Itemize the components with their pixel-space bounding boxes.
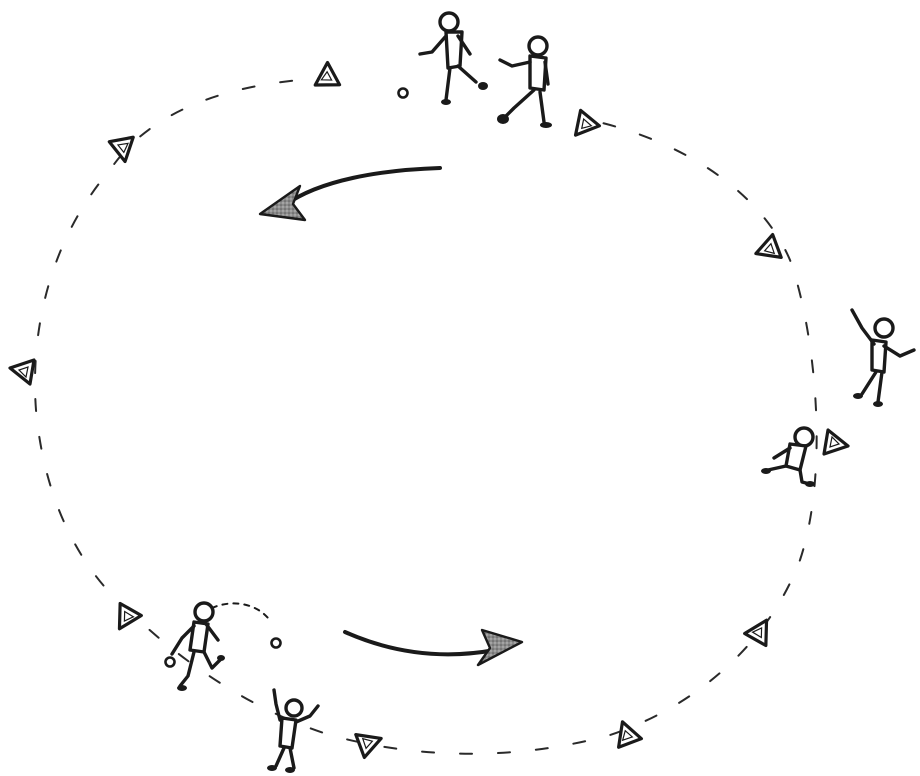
rotation-arrow-top: [260, 168, 440, 220]
player-running-top-left: [420, 13, 488, 105]
player-waving-right: [852, 310, 914, 407]
rotation-arrow-bottom: [345, 630, 522, 665]
cone-marker: [352, 725, 385, 758]
player-crouching-right: [761, 428, 815, 487]
player-throwing-bottom-left: [172, 603, 268, 691]
player-running-top-right: [497, 37, 552, 128]
ball: [399, 89, 408, 98]
player-waving-bottom: [267, 690, 318, 773]
cone-marker: [112, 603, 143, 634]
ball: [166, 658, 175, 667]
cone-marker: [752, 235, 785, 268]
cone-marker: [569, 110, 602, 143]
ball-in-flight: [272, 639, 281, 648]
cone-marker: [109, 133, 140, 164]
cone-marker: [10, 360, 34, 384]
cone-marker: [824, 430, 848, 454]
cone-marker: [312, 61, 340, 89]
